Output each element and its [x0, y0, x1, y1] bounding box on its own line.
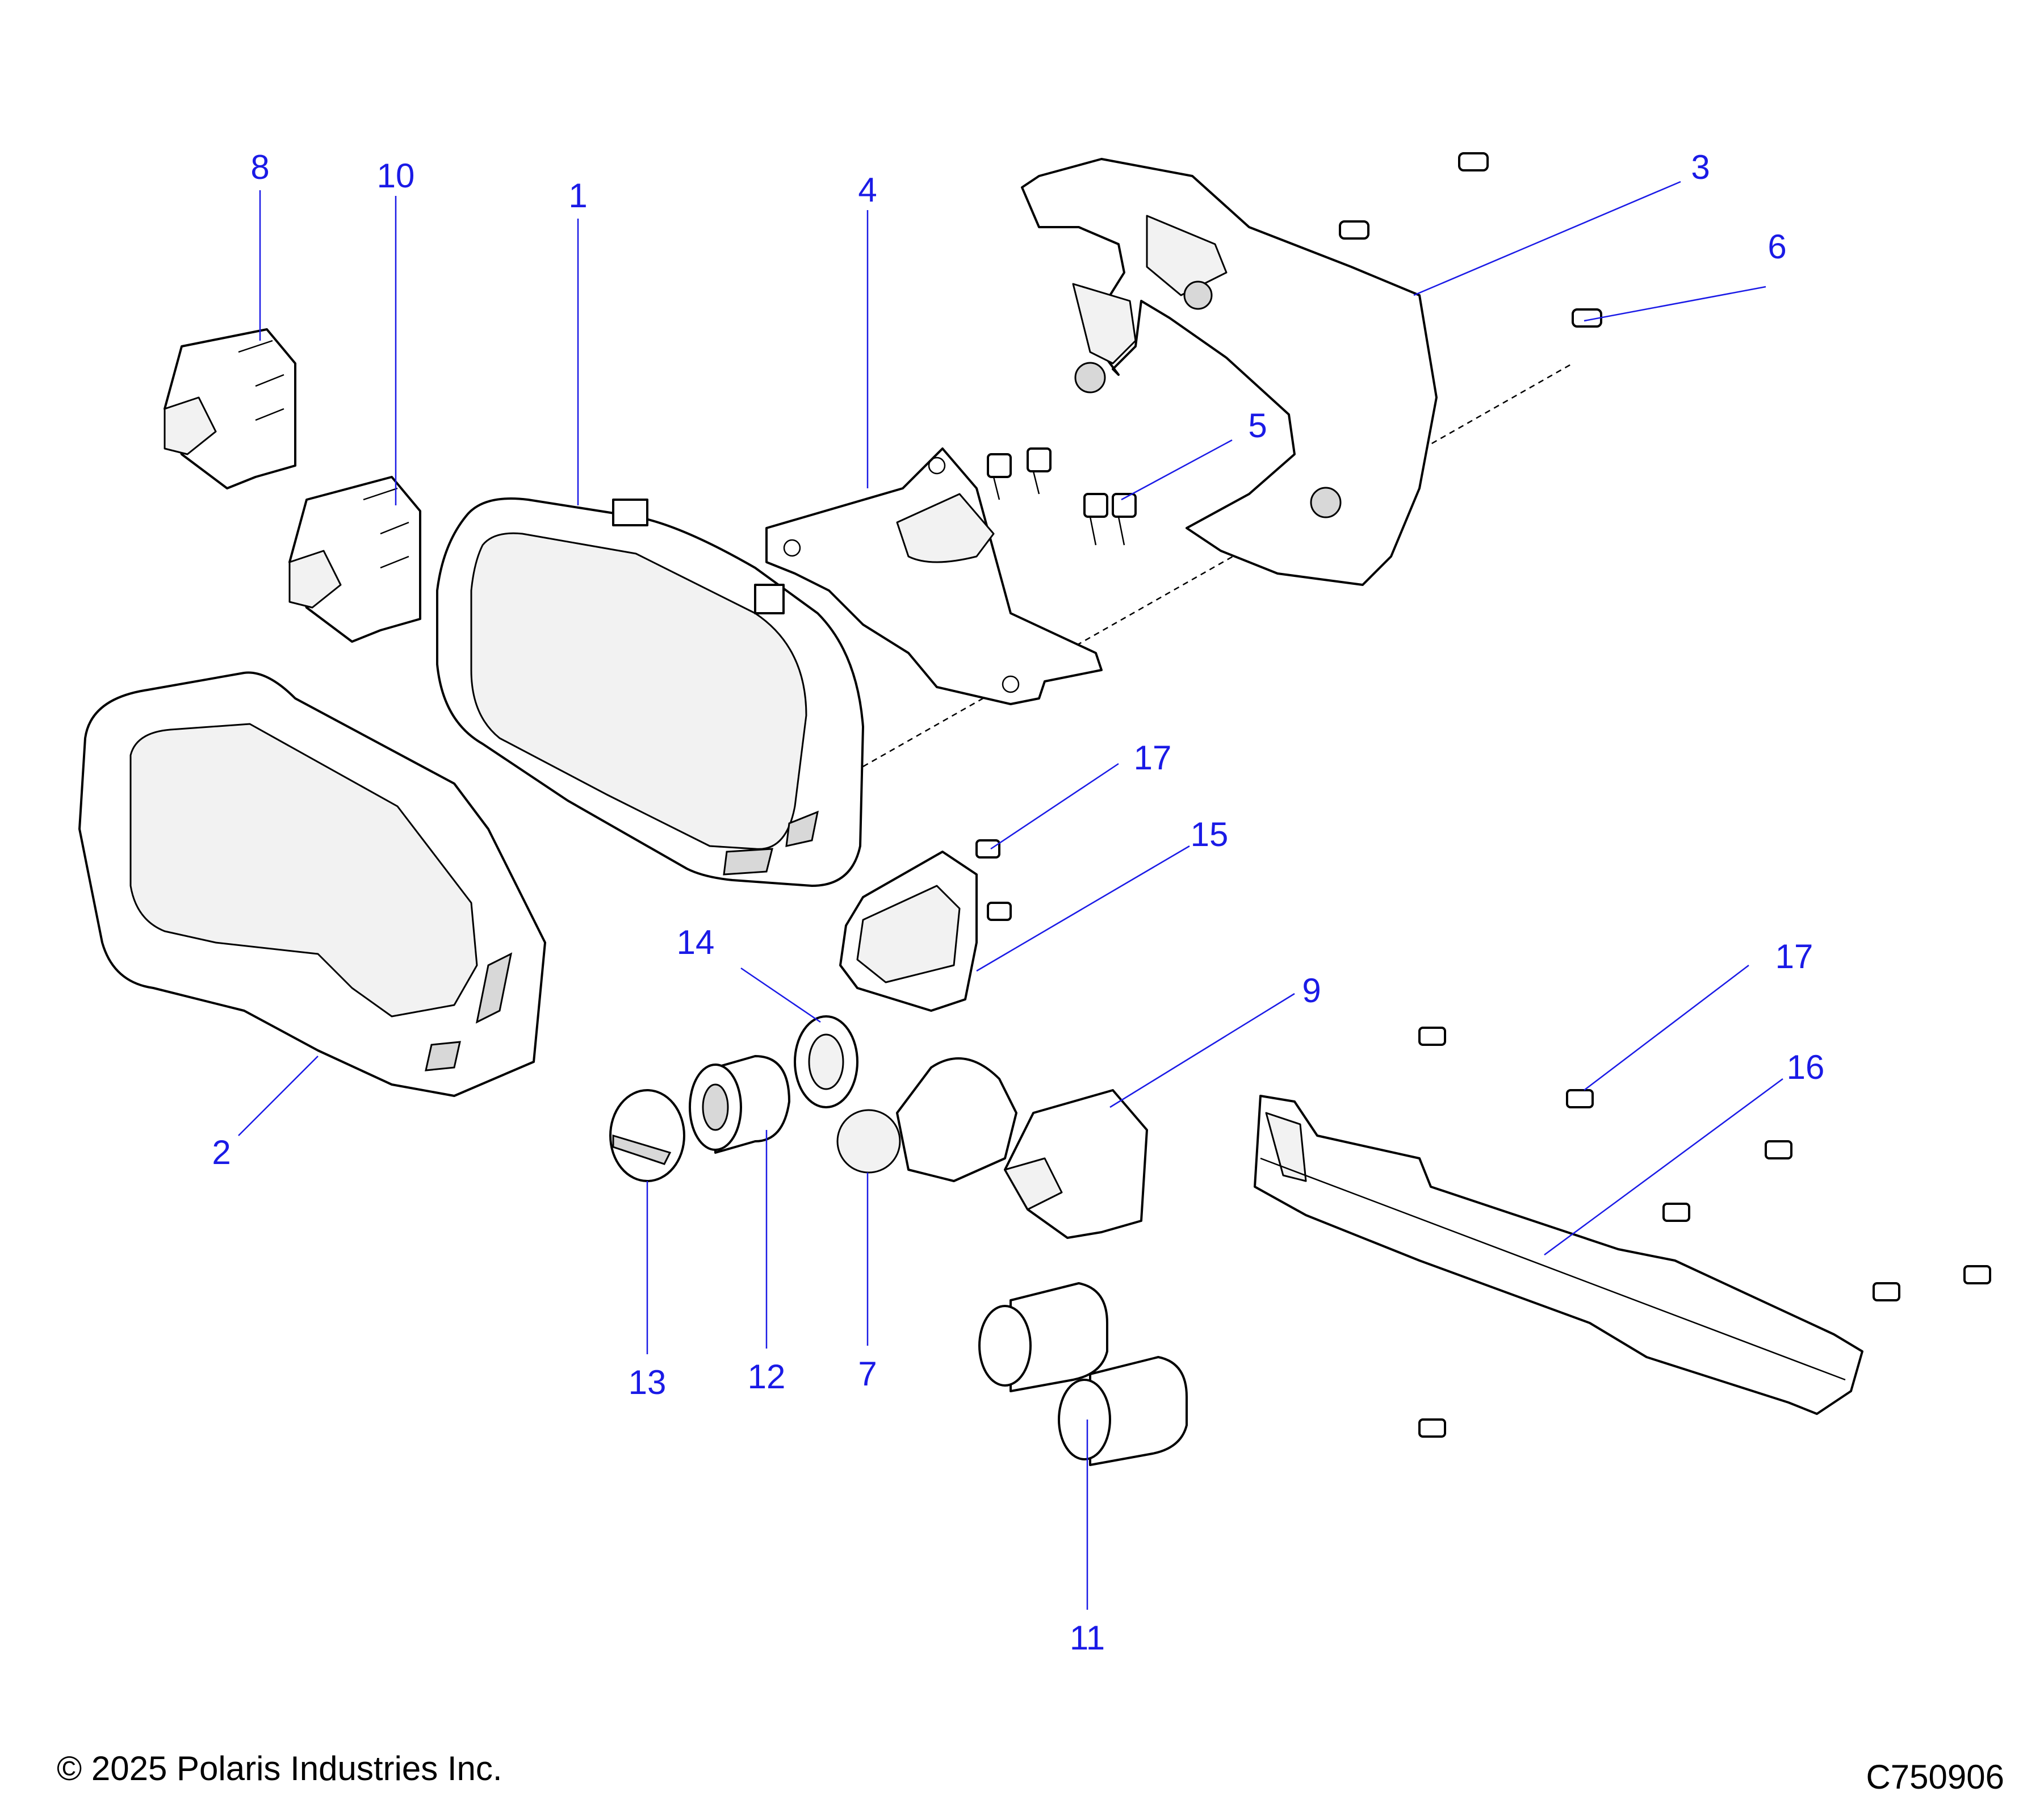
callout-9: 9 [1302, 972, 1321, 1010]
callout-17-top: 17 [1134, 739, 1172, 777]
callout-8: 8 [250, 148, 269, 186]
part-14-nut [794, 1015, 858, 1108]
part-10-switch [288, 476, 421, 643]
callout-16: 16 [1787, 1048, 1825, 1086]
part-4-mounting-bracket [765, 447, 1103, 705]
fasteners-top [987, 152, 1602, 546]
part-2-gauge-bezel [78, 671, 546, 1097]
alignment-dashed-line [862, 362, 1573, 768]
callout-6: 6 [1767, 228, 1786, 266]
drawing-id: C750906 [1866, 1758, 2004, 1796]
part-3-rear-housing [1021, 158, 1438, 586]
callout-14: 14 [677, 923, 715, 961]
callout-11: 11 [1070, 1619, 1105, 1657]
part-13-cap [609, 1089, 685, 1182]
leader-lines [238, 181, 1783, 1610]
part-11-sockets [978, 1282, 1188, 1466]
callout-5: 5 [1248, 407, 1267, 445]
callout-12: 12 [748, 1358, 786, 1396]
callout-17-bottom: 17 [1775, 937, 1813, 976]
callout-4: 4 [858, 171, 877, 209]
callout-10: 10 [377, 157, 415, 195]
callout-15: 15 [1191, 815, 1229, 853]
callout-1: 1 [568, 177, 587, 215]
part-16-light-bar [1254, 1095, 1863, 1438]
copyright-notice: © 2025 Polaris Industries Inc. [57, 1749, 502, 1787]
part-12-socket [689, 1055, 790, 1154]
part-1-gauge-cluster [436, 497, 864, 887]
part-8-switch [164, 328, 296, 489]
callout-2: 2 [212, 1133, 231, 1171]
callout-3: 3 [1691, 148, 1710, 186]
fasteners-bottom [1418, 1027, 1991, 1301]
callout-13: 13 [629, 1363, 667, 1401]
part-9-switch [1004, 1089, 1148, 1239]
callout-labels: 8 10 1 4 3 6 5 17 15 14 9 17 16 2 13 12 … [212, 148, 1824, 1657]
part-15-module [839, 839, 1012, 1012]
part-7-key-switch [836, 1057, 1017, 1182]
callout-7: 7 [858, 1355, 877, 1393]
